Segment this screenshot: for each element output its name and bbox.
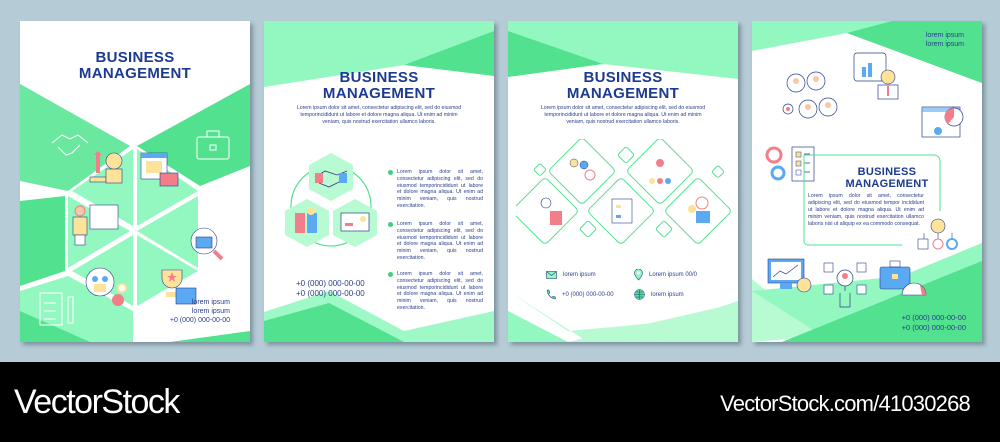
page-title: BUSINESS MANAGEMENT [508, 70, 738, 102]
contact-phone: +0 (000) 000-00-00 [546, 289, 614, 300]
analytics-presenter-icon [853, 52, 899, 100]
title-line: MANAGEMENT [322, 85, 436, 102]
contact-line: lorem ipsum [191, 299, 230, 306]
brochure-page-cover: BUSINESS MANAGEMENT lorem ipsum lorem ip… [20, 21, 250, 342]
checklist-icon [39, 292, 74, 326]
page-geometric-background [508, 21, 738, 342]
body-paragraph: Lorem ipsum dolor sit amet, consectetur … [808, 193, 924, 227]
mail-icon [546, 271, 557, 279]
bullet-text: Lorem ipsum dolor sit amet, consectetur … [397, 271, 483, 311]
team-management-icon [85, 267, 127, 306]
bullet-dot-icon [388, 222, 393, 227]
services-hexagon-cluster [285, 153, 377, 247]
title-line: BUSINESS [583, 69, 663, 86]
title-line: MANAGEMENT [845, 178, 929, 190]
contact-address: Lorem ipsum 00/0 [634, 269, 697, 281]
content-frame [803, 154, 941, 246]
contact-text: +0 (000) 000-00-00 [562, 291, 614, 298]
title-line: BUSINESS [857, 166, 917, 178]
intro-paragraph: Lorem ipsum dolor sit amet, consectetur … [296, 105, 462, 125]
presentation-icon [72, 204, 119, 246]
page-geometric-background [752, 21, 982, 342]
bullet-dot-icon [388, 272, 393, 277]
bullet-dot-icon [388, 170, 393, 175]
phone-number: +0 (000) 000-00-00 [296, 279, 365, 288]
brochure-page-contacts: BUSINESS MANAGEMENT Lorem ipsum dolor si… [508, 21, 738, 342]
title-line: MANAGEMENT [78, 65, 192, 82]
phone-number: +0 (000) 000-00-00 [169, 317, 230, 324]
contact-text: lorem ipsum [651, 291, 684, 298]
header-contact: lorem ipsum lorem ipsum [926, 31, 964, 49]
briefcase-icon [196, 130, 230, 160]
brand-logo: VectorStock [14, 383, 180, 421]
watermark-footer: VectorStock VectorStock.com/41030268 [0, 362, 1000, 442]
phone-number: +0 (000) 000-00-00 [901, 313, 966, 322]
cover-contact-info: lorem ipsum lorem ipsum +0 (000) 000-00-… [170, 298, 230, 325]
location-pin-icon [634, 269, 643, 281]
cover-title: BUSINESS MANAGEMENT [20, 50, 250, 82]
trophy-icon [161, 269, 197, 305]
bullet-text: Lorem ipsum dolor sit amet, consectetur … [397, 169, 483, 209]
briefcase-performance-icon [879, 260, 927, 296]
page-geometric-background [264, 21, 494, 342]
preview-stage: BUSINESS MANAGEMENT lorem ipsum lorem ip… [20, 21, 982, 342]
contact-line: lorem ipsum [925, 41, 964, 48]
job-search-icon [190, 227, 224, 261]
money-growth-icon [89, 151, 123, 184]
page-title: BUSINESS MANAGEMENT [772, 166, 982, 190]
diamond-icon-grid [516, 139, 731, 244]
network-people-icon [782, 71, 838, 119]
recruit-search-icon [823, 262, 867, 308]
brochure-page-services: BUSINESS MANAGEMENT Lorem ipsum dolor si… [264, 21, 494, 342]
contact-text: lorem ipsum [563, 272, 596, 278]
globe-icon [634, 289, 645, 300]
stock-url: VectorStock.com/41030268 [720, 391, 971, 416]
handshake-icon [51, 134, 89, 156]
title-line: BUSINESS [95, 49, 175, 66]
contact-line: lorem ipsum [925, 32, 964, 39]
bullet-text: Lorem ipsum dolor sit amet, consectetur … [397, 221, 483, 261]
phone-number: +0 (000) 000-00-00 [296, 289, 365, 298]
page-title: BUSINESS MANAGEMENT [264, 70, 494, 102]
brochure-page-overview: lorem ipsum lorem ipsum BUSINE [752, 21, 982, 342]
calendar-planning-icon [140, 152, 179, 187]
contact-email: lorem ipsum [546, 271, 596, 279]
phone-number: +0 (000) 000-00-00 [901, 322, 966, 332]
budget-flow-icon [917, 218, 958, 250]
contact-line: lorem ipsum [191, 308, 230, 315]
monitor-finance-icon [767, 258, 812, 293]
title-line: BUSINESS [339, 69, 419, 86]
phone-icon [546, 289, 556, 300]
intro-paragraph: Lorem ipsum dolor sit amet, consectetur … [540, 105, 706, 125]
phone-list: +0 (000) 000-00-00 +0 (000) 000-00-00 [902, 313, 966, 332]
dashboard-icon [921, 106, 964, 138]
contact-website: lorem ipsum [634, 289, 684, 300]
title-line: MANAGEMENT [566, 85, 680, 102]
contact-text: Lorem ipsum 00/0 [649, 272, 698, 278]
phone-list: +0 (000) 000-00-00 +0 (000) 000-00-00 [296, 279, 365, 299]
